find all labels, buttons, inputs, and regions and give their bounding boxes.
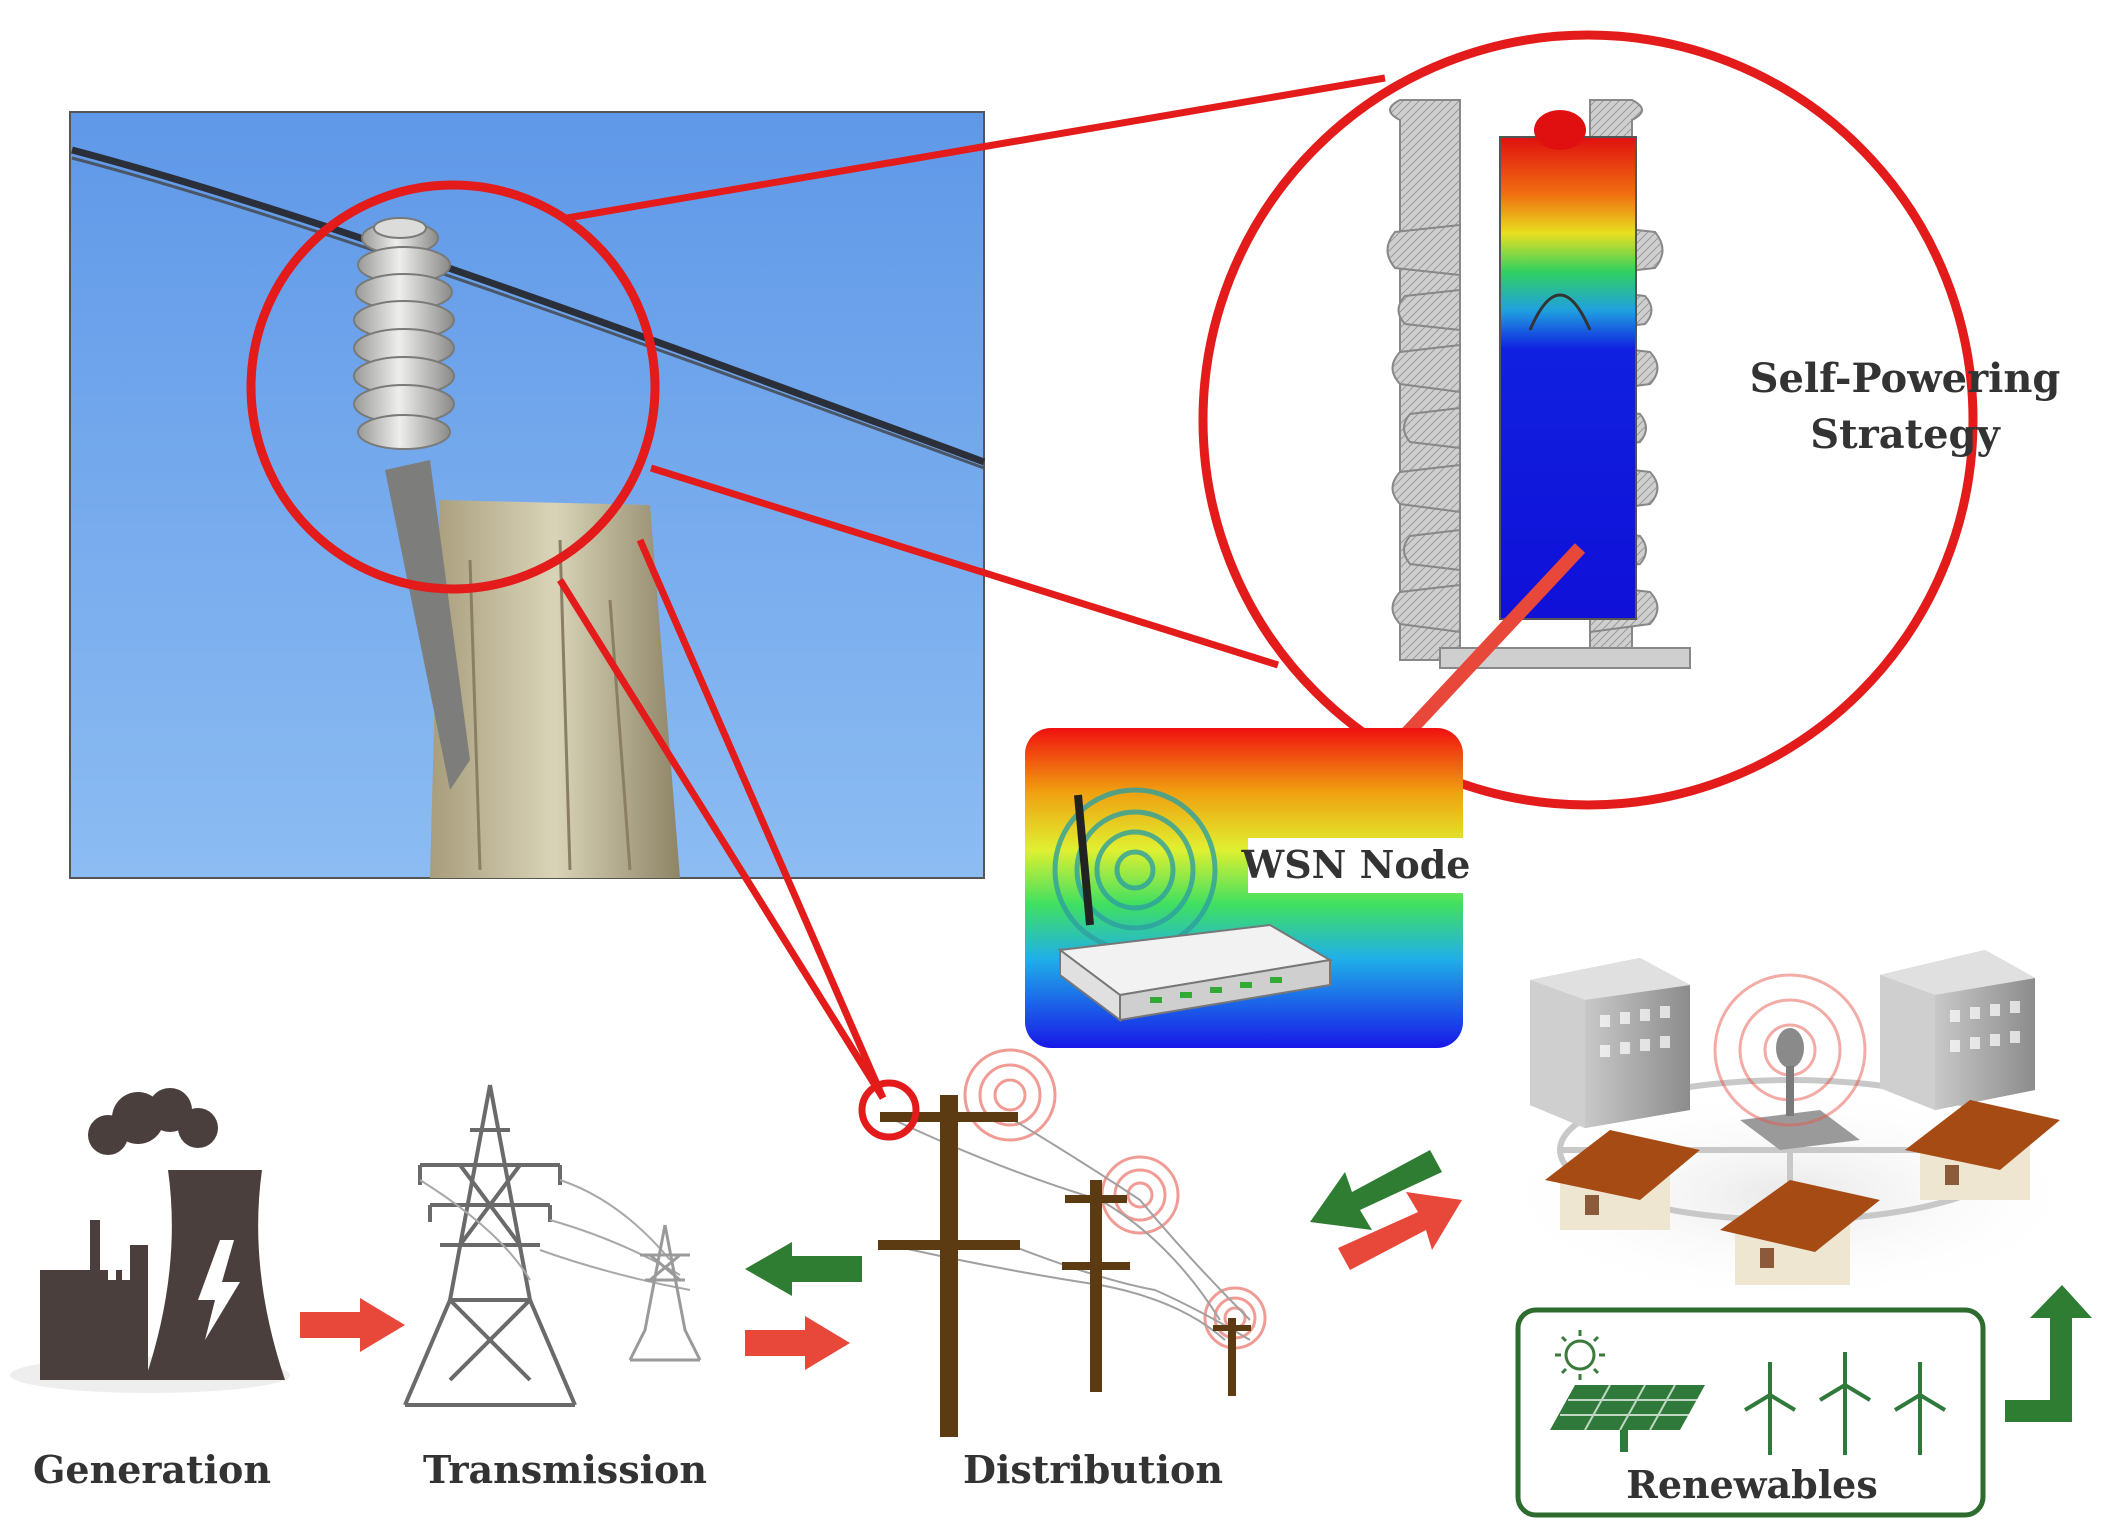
- renewables-box: Renewables: [1515, 1307, 1986, 1518]
- arrow-right-icon: [300, 1298, 405, 1352]
- arrow-up-icon: [2005, 1285, 2092, 1422]
- solar-panel-icon: [1550, 1384, 1705, 1452]
- self-powering-label-line2: Strategy: [1810, 411, 2001, 458]
- house-icon: [1720, 1180, 1880, 1285]
- insulator-thermal-cross-section-icon: Self-Powering Strategy: [1198, 30, 2061, 810]
- generation-label: Generation: [33, 1447, 271, 1492]
- house-icon: [1905, 1100, 2060, 1200]
- transmission-tower-icon: [403, 1084, 702, 1407]
- insulator-photo: [69, 111, 986, 879]
- arrow-diagonal-right-icon: [1338, 1192, 1462, 1270]
- wireless-router-icon: [1057, 794, 1333, 1022]
- zoom-lines: [557, 74, 1386, 1100]
- arrow-diagonal-left-icon: [1310, 1150, 1442, 1230]
- distribution-label: Distribution: [963, 1447, 1223, 1492]
- renewables-label: Renewables: [1626, 1462, 1877, 1507]
- wsn-node: WSN Node: [1025, 728, 1470, 1048]
- flow-arrows: [300, 1150, 2092, 1422]
- sun-icon: [1555, 1330, 1605, 1380]
- arrow-right-icon: [745, 1316, 850, 1370]
- transmission-label: Transmission: [423, 1447, 707, 1492]
- wind-turbine-icon: [1743, 1352, 1947, 1455]
- arrow-left-icon: [745, 1242, 862, 1296]
- wsn-node-label: WSN Node: [1241, 842, 1471, 887]
- self-powering-label-line1: Self-Powering: [1750, 355, 2061, 402]
- utility-pole-icon: [858, 1048, 1267, 1437]
- power-plant-icon: [10, 1088, 290, 1393]
- house-icon: [1545, 1130, 1700, 1230]
- smart-city-icon: [1490, 950, 2090, 1305]
